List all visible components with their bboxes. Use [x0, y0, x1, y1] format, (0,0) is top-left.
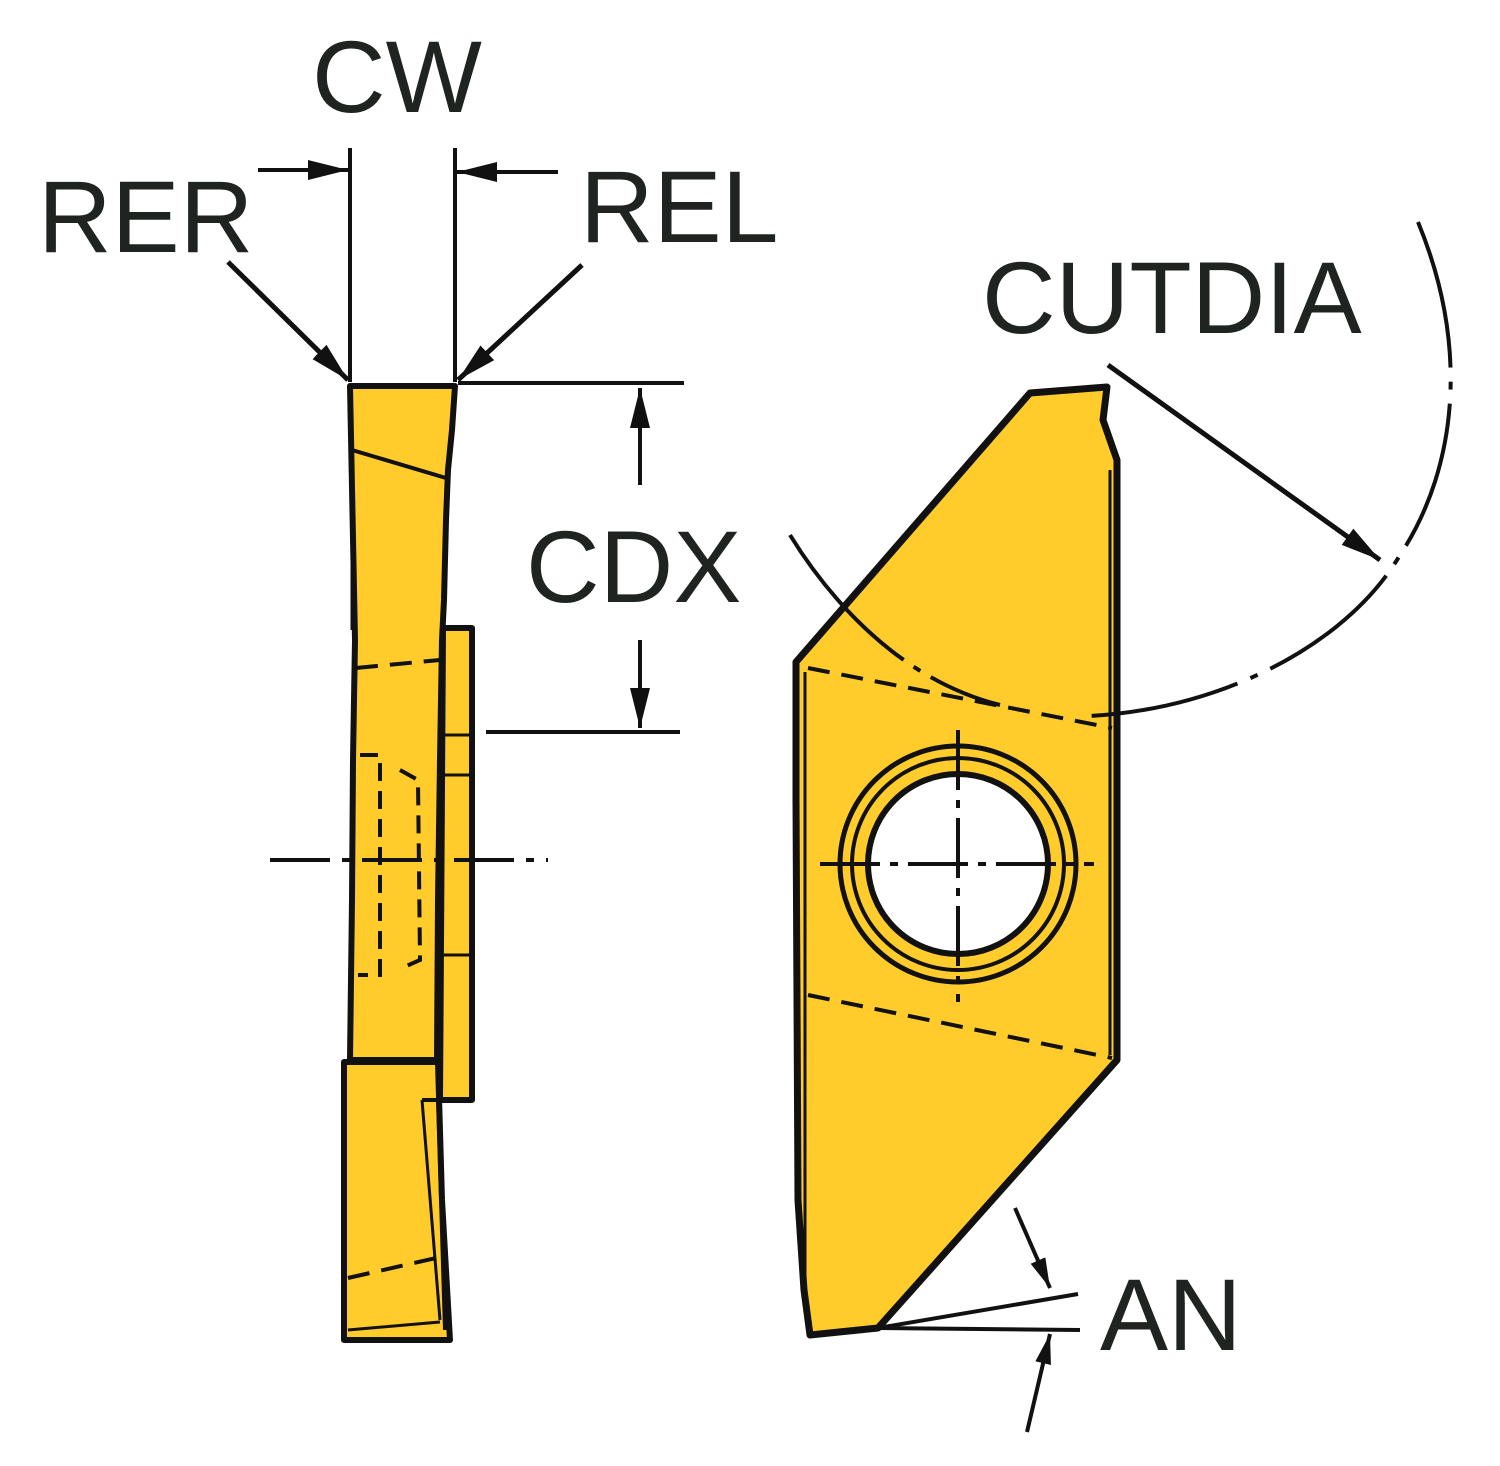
an-dimension	[877, 1207, 1081, 1433]
rer-leader-arrow	[226, 260, 350, 382]
side-view-body	[341, 383, 475, 1343]
cutdia-label: CUTDIA	[982, 241, 1362, 355]
cw-dimension	[258, 148, 558, 382]
cw-label: CW	[312, 20, 482, 134]
an-label: AN	[1100, 1258, 1242, 1372]
cdx-dimension	[458, 381, 684, 734]
labels: CW RER REL CDX CUTDIA AN	[38, 20, 1362, 1372]
screw-hole	[820, 730, 1094, 1002]
rel-label: REL	[580, 150, 778, 264]
cutdia-dimension	[788, 221, 1453, 718]
front-view-details	[803, 470, 1113, 1280]
rel-leader-arrow	[456, 263, 584, 382]
cdx-label: CDX	[526, 510, 741, 624]
side-view	[226, 148, 684, 1343]
side-view-details	[347, 448, 472, 1332]
rer-label: RER	[38, 160, 253, 274]
front-view	[788, 221, 1453, 1433]
